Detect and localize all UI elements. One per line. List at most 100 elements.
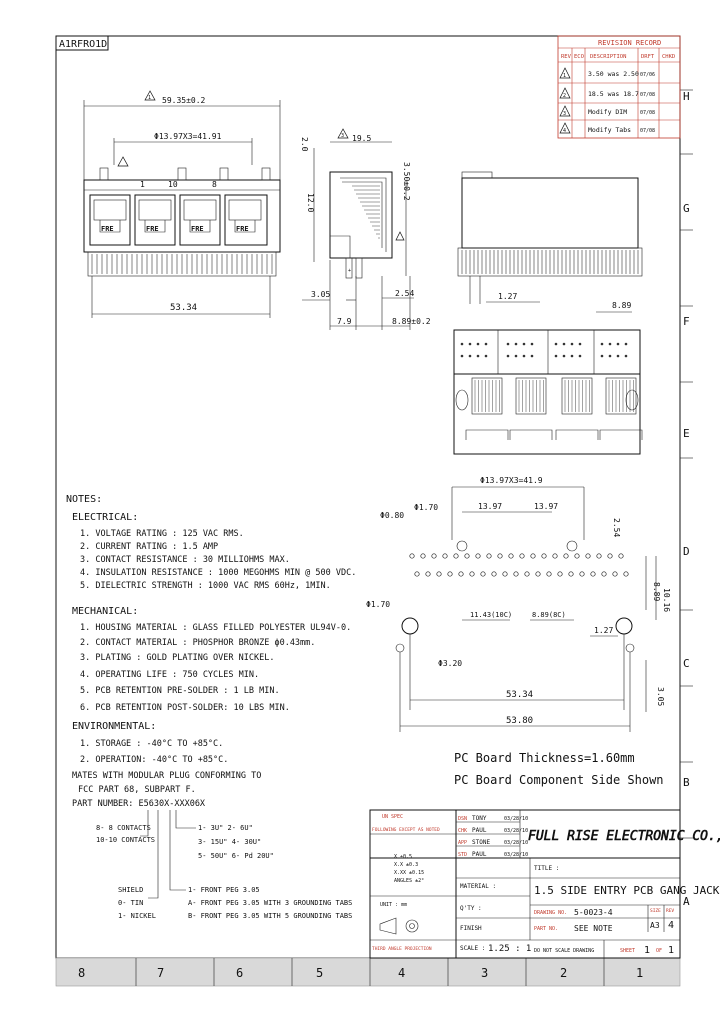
note-line: 1. STORAGE : -40°C TO +85°C. xyxy=(80,739,223,749)
shield-option: 0- TIN xyxy=(118,899,143,907)
pcb-hole xyxy=(612,571,618,577)
peg-option: B- FRONT PEG 3.05 WITH 5 GROUNDING TABS xyxy=(188,912,352,920)
contact-dot xyxy=(484,342,488,346)
person-name: TONY xyxy=(472,815,487,822)
rev-number: 3 xyxy=(563,111,566,117)
pcb-hole xyxy=(552,553,558,559)
description-header: DESCRIPTION xyxy=(590,54,626,60)
contact-dot xyxy=(562,342,566,346)
pin-label: 10 xyxy=(168,180,178,189)
rev-number: 4 xyxy=(563,128,566,134)
pcb-hole xyxy=(442,553,448,559)
sheet-value: 1 xyxy=(644,945,650,956)
chkd-header: CHKD xyxy=(662,54,675,60)
port-block xyxy=(515,377,547,415)
note-line: 4. OPERATING LIFE : 750 CYCLES MIN. xyxy=(80,670,259,680)
pcb-hole xyxy=(530,553,536,559)
contact-dot xyxy=(514,342,518,346)
company-name: FULL RISE ELECTRONIC CO., LTD xyxy=(528,829,720,844)
dim-d080: Φ0.80 xyxy=(380,511,404,520)
pcb-hole xyxy=(431,553,437,559)
zone-label: A xyxy=(683,895,690,908)
contact-dot xyxy=(522,342,526,346)
dim-v: 3.50±0.2 xyxy=(402,162,411,201)
pcb-hole xyxy=(513,571,519,577)
dim-1143: 11.43(10C) xyxy=(470,611,512,619)
pcb-hole xyxy=(420,553,426,559)
contact-dot xyxy=(460,354,464,358)
part-number: PART NUMBER: E5630X-XXX06X xyxy=(72,799,206,809)
role: STD xyxy=(458,852,467,858)
contact-dot xyxy=(484,354,488,358)
port-block xyxy=(561,377,593,415)
pcb-hole xyxy=(535,571,541,577)
qty-label: Q'TY : xyxy=(460,905,482,912)
contact-dot xyxy=(578,354,582,358)
rev-drafter: 07/08 xyxy=(640,110,655,116)
port-logo: FRE xyxy=(146,225,159,233)
port-block xyxy=(471,377,503,415)
pcb-hole xyxy=(502,571,508,577)
revision-record: REVISION RECORD REV ECO DESCRIPTION DRFT… xyxy=(557,35,681,139)
rev-marker: 3 xyxy=(341,133,344,139)
dim-bottom: 53.34 xyxy=(170,303,197,313)
zone-label: 5 xyxy=(316,966,323,980)
port-outline xyxy=(465,429,509,440)
note-line: 3. CONTACT RESISTANCE : 30 MILLIOHMS MAX… xyxy=(80,555,290,565)
contact-dot xyxy=(624,354,628,358)
tolerance-head: UN SPEC xyxy=(382,814,403,820)
dim-top: 19.5 xyxy=(352,134,371,143)
pcb-hole xyxy=(618,553,624,559)
dim-127: 1.27 xyxy=(498,292,517,301)
dim-d320: Φ3.20 xyxy=(438,659,462,668)
rev-drafter: 07/08 xyxy=(640,92,655,98)
person-name: PAUL xyxy=(472,851,487,858)
zone-label: 6 xyxy=(236,966,243,980)
dim-width: 59.35±0.2 xyxy=(162,96,206,105)
mechanical-title: MECHANICAL: xyxy=(72,606,138,617)
port-logo: FRE xyxy=(101,225,114,233)
rev-description: 3.50 was 2.50 xyxy=(588,70,639,78)
pcb-hole xyxy=(475,553,481,559)
pcb-hole xyxy=(491,571,497,577)
title-label: TITLE : xyxy=(534,865,559,872)
size-label: SIZE xyxy=(650,908,661,914)
tolerance-line: FOLLOWING EXCEPT AS NOTED xyxy=(372,827,440,833)
rev-drafter: 07/06 xyxy=(640,72,655,78)
dim-1016: 10.16 xyxy=(662,588,671,612)
dim-889: 8.89 xyxy=(612,301,631,310)
revision-title: REVISION RECORD xyxy=(598,39,661,47)
dim-889c: 8.89(8C) xyxy=(532,611,566,619)
contact-dot xyxy=(616,342,620,346)
jack-port: FRE xyxy=(134,194,176,246)
zone-label: F xyxy=(683,315,690,328)
note-line: 6. PCB RETENTION POST-SOLDER: 10 LBS MIN… xyxy=(80,703,290,713)
plating-option: 1- 3U" 2- 6U" xyxy=(198,824,253,832)
peg-option: A- FRONT PEG 3.05 WITH 3 GROUNDING TABS xyxy=(188,899,352,907)
person-name: PAUL xyxy=(472,827,487,834)
dim-127: 1.27 xyxy=(594,626,613,635)
note-line: 2. CONTACT MATERIAL : PHOSPHOR BRONZE ϕ0… xyxy=(80,638,315,648)
rev-number: 1 xyxy=(563,73,566,79)
person-date: 03/28/10 xyxy=(504,852,528,858)
pcb-hole xyxy=(601,571,607,577)
pcb-thickness-note: PC Board Thickness=1.60mm xyxy=(454,751,635,765)
pcb-hole xyxy=(557,571,563,577)
back-view: 1.27 xyxy=(457,171,643,304)
note-line: 1. VOLTAGE RATING : 125 VAC RMS. xyxy=(80,529,244,539)
contact-dot xyxy=(600,342,604,346)
svg-text:+: + xyxy=(348,268,351,274)
dim-305: 3.05 xyxy=(656,687,665,706)
person-date: 03/28/10 xyxy=(504,828,528,834)
rev-value: 4 xyxy=(668,920,674,931)
front-view: 1 59.35±0.2 Φ13.97X3=41.91 1 10 8 FRE FR… xyxy=(83,90,281,318)
size-value: A3 xyxy=(650,921,660,930)
contact-dot xyxy=(506,342,510,346)
no-scale-note: DO NOT SCALE DRAWING xyxy=(534,948,594,954)
pcb-hole xyxy=(464,553,470,559)
contact-dot xyxy=(578,342,582,346)
pcb-hole xyxy=(546,571,552,577)
note-line: 3. PLATING : GOLD PLATING OVER NICKEL. xyxy=(80,653,274,663)
jack-port: FRE xyxy=(224,194,268,246)
pin-label: 8 xyxy=(212,180,217,189)
